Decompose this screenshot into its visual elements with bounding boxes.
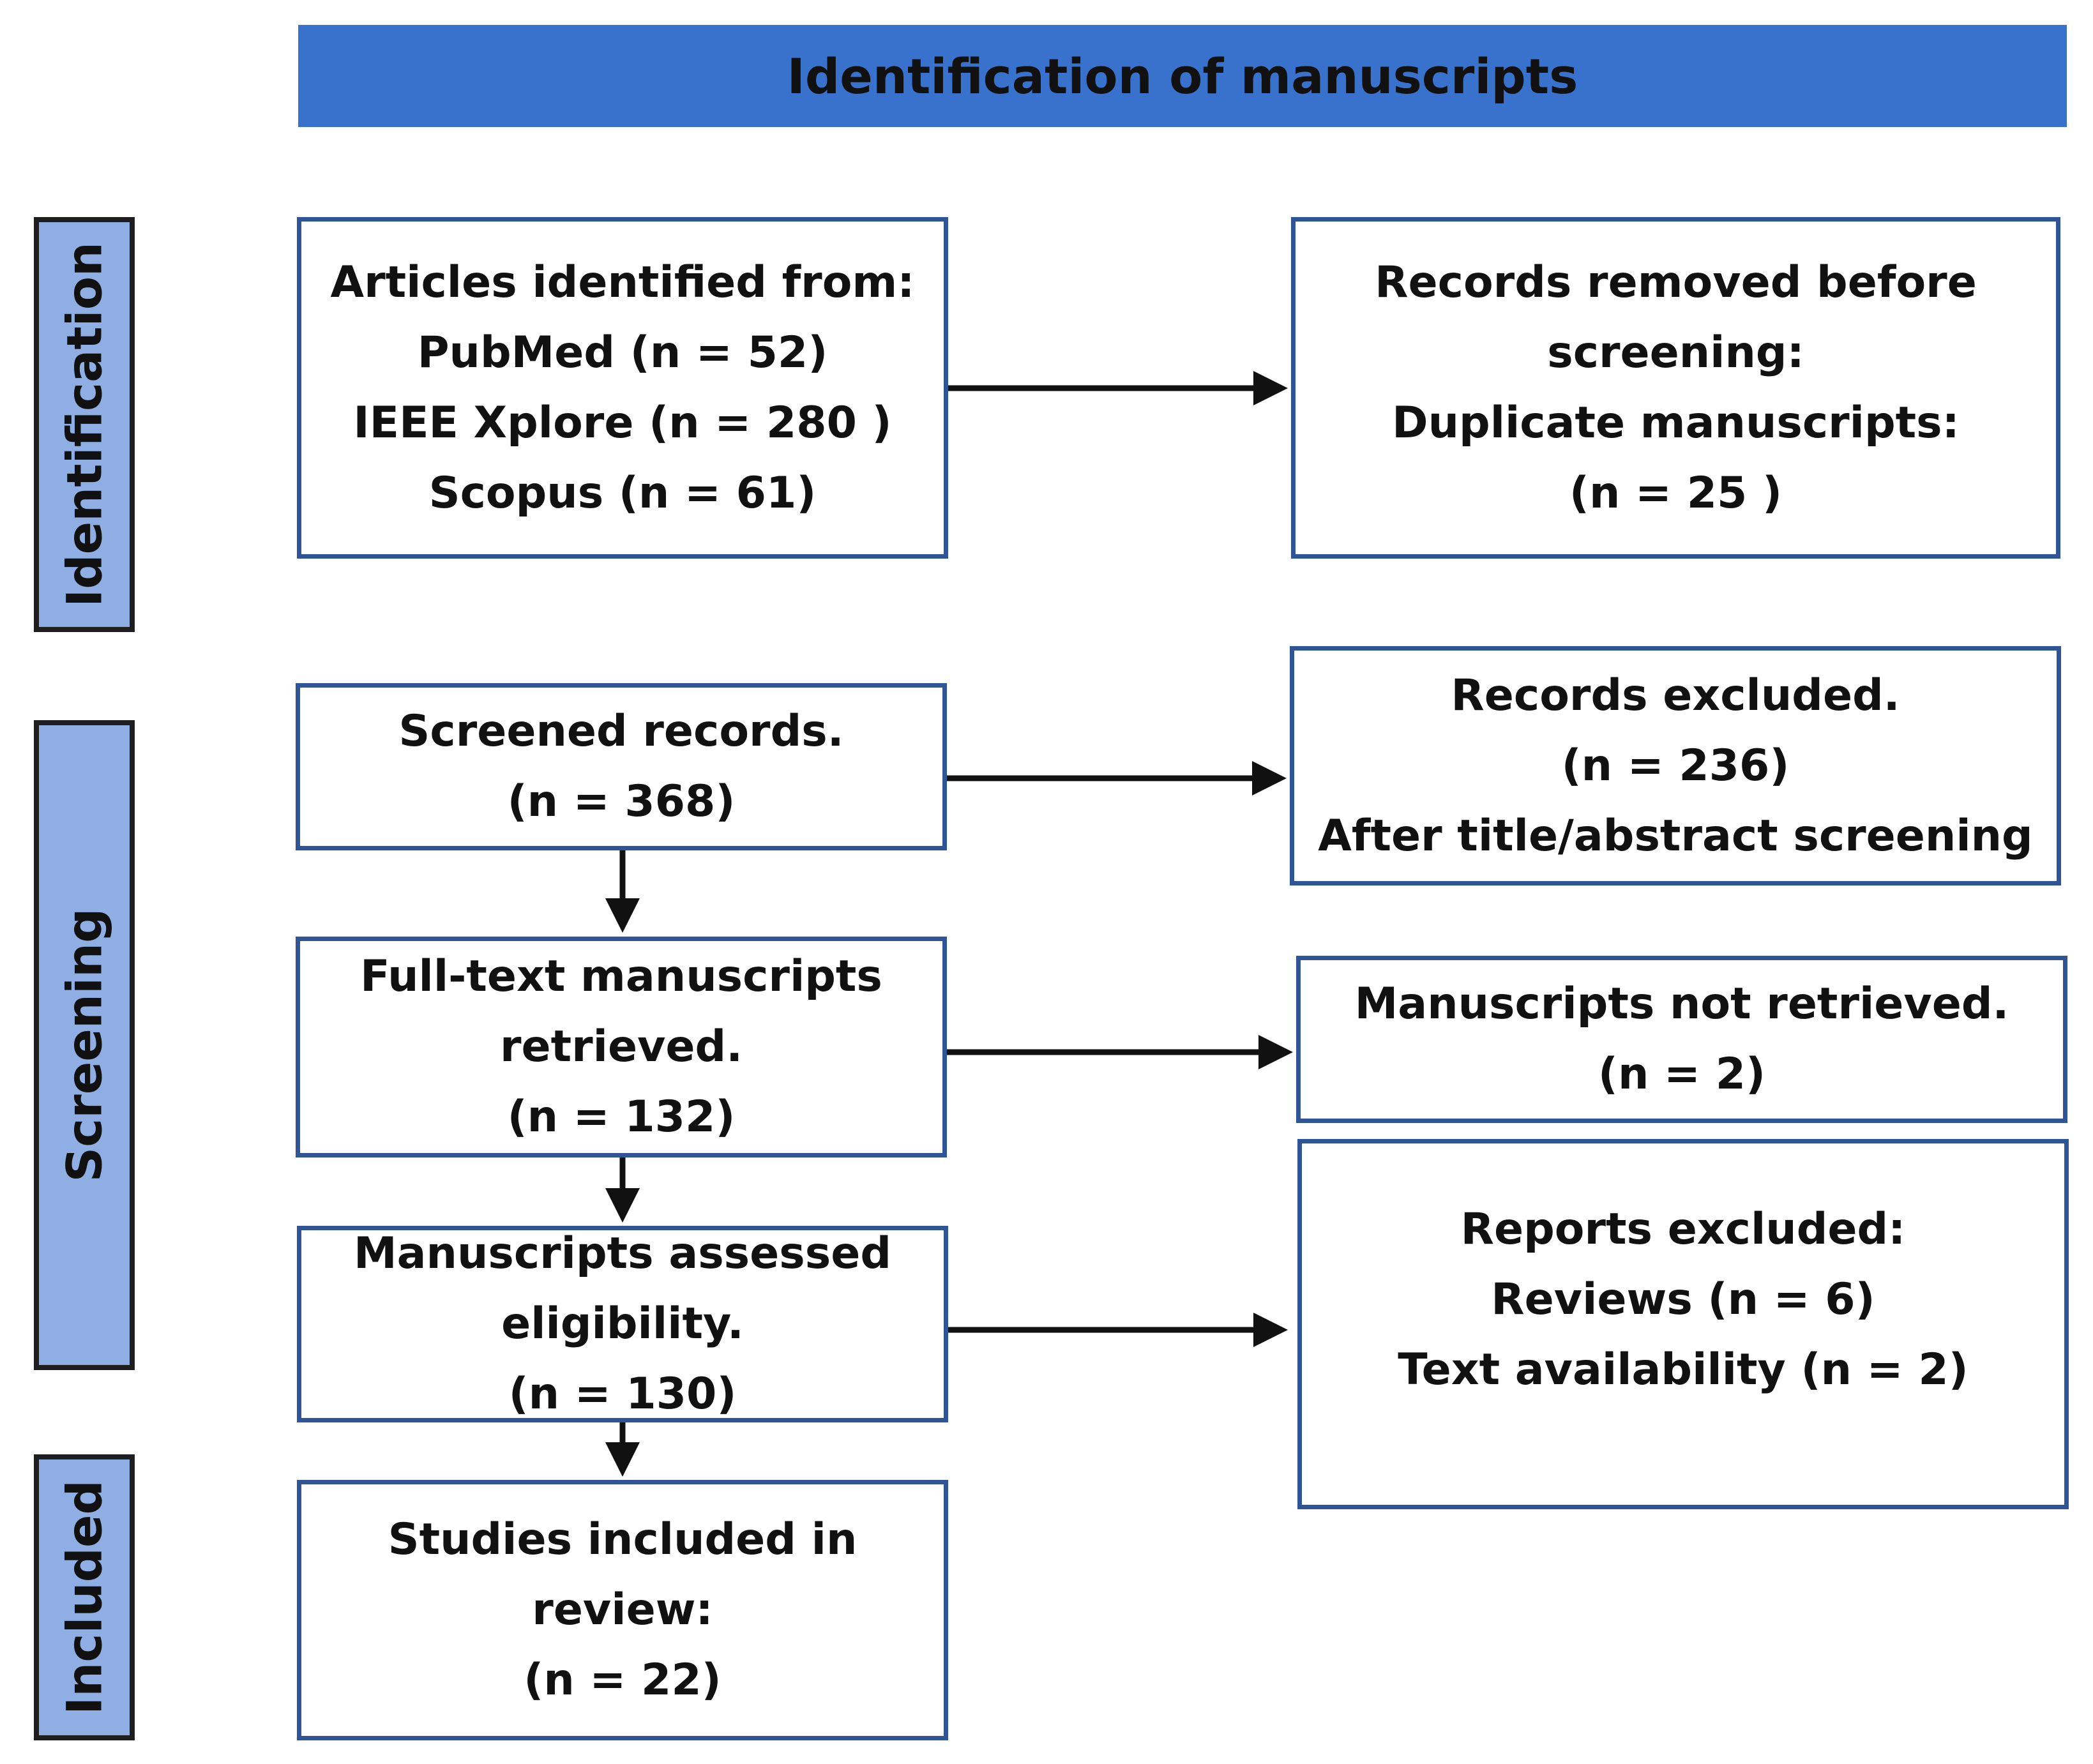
phase-screening: Screening	[34, 720, 135, 1370]
articles-identified-line: IEEE Xplore (n = 280 )	[353, 397, 892, 448]
articles-identified-line: Articles identified from:	[330, 257, 915, 308]
phase-identification: Identification	[34, 217, 135, 632]
header-bar: Identification of manuscripts	[298, 25, 2067, 127]
fulltext-retrieved-line: retrieved.	[499, 1021, 743, 1072]
records-excluded-box: Records excluded. (n = 236) After title/…	[1290, 646, 2061, 886]
records-removed-line: screening:	[1547, 327, 1804, 378]
not-retrieved-box: Manuscripts not retrieved. (n = 2)	[1296, 956, 2067, 1123]
studies-included-line: Studies included in	[388, 1514, 858, 1565]
reports-excluded-line: Reports excluded:	[1460, 1204, 1906, 1255]
records-removed-box: Records removed before screening: Duplic…	[1291, 217, 2060, 559]
records-removed-line: Records removed before	[1375, 257, 1977, 308]
screened-records-box: Screened records. (n = 368)	[296, 683, 947, 850]
screened-records-line: Screened records.	[398, 706, 844, 757]
records-excluded-line: (n = 236)	[1561, 740, 1790, 791]
reports-excluded-box: Reports excluded: Reviews (n = 6) Text a…	[1297, 1139, 2069, 1509]
records-removed-line: (n = 25 )	[1569, 467, 1783, 518]
studies-included-line: (n = 22)	[524, 1655, 722, 1705]
reports-excluded-line: Reviews (n = 6)	[1491, 1274, 1875, 1325]
fulltext-retrieved-line: (n = 132)	[507, 1092, 736, 1142]
assessed-eligibility-box: Manuscripts assessed eligibility. (n = 1…	[297, 1226, 948, 1422]
not-retrieved-line: (n = 2)	[1598, 1049, 1766, 1099]
records-excluded-line: After title/abstract screening	[1318, 810, 2033, 861]
assessed-eligibility-line: Manuscripts assessed	[353, 1228, 892, 1279]
records-excluded-line: Records excluded.	[1451, 670, 1900, 721]
studies-included-line: review:	[532, 1585, 713, 1635]
not-retrieved-line: Manuscripts not retrieved.	[1354, 979, 2009, 1029]
articles-identified-box: Articles identified from: PubMed (n = 52…	[297, 217, 948, 559]
articles-identified-line: Scopus (n = 61)	[428, 467, 817, 518]
reports-excluded-line: Text availability (n = 2)	[1398, 1345, 1968, 1395]
fulltext-retrieved-box: Full-text manuscripts retrieved. (n = 13…	[296, 937, 947, 1157]
assessed-eligibility-line: (n = 130)	[508, 1369, 737, 1419]
screened-records-line: (n = 368)	[507, 776, 736, 827]
phase-included: Included	[34, 1454, 135, 1740]
articles-identified-line: PubMed (n = 52)	[417, 327, 828, 378]
fulltext-retrieved-line: Full-text manuscripts	[360, 951, 882, 1002]
assessed-eligibility-line: eligibility.	[501, 1299, 744, 1349]
records-removed-line: Duplicate manuscripts:	[1392, 397, 1960, 448]
studies-included-box: Studies included in review: (n = 22)	[297, 1480, 948, 1740]
header-title: Identification of manuscripts	[787, 47, 1578, 105]
